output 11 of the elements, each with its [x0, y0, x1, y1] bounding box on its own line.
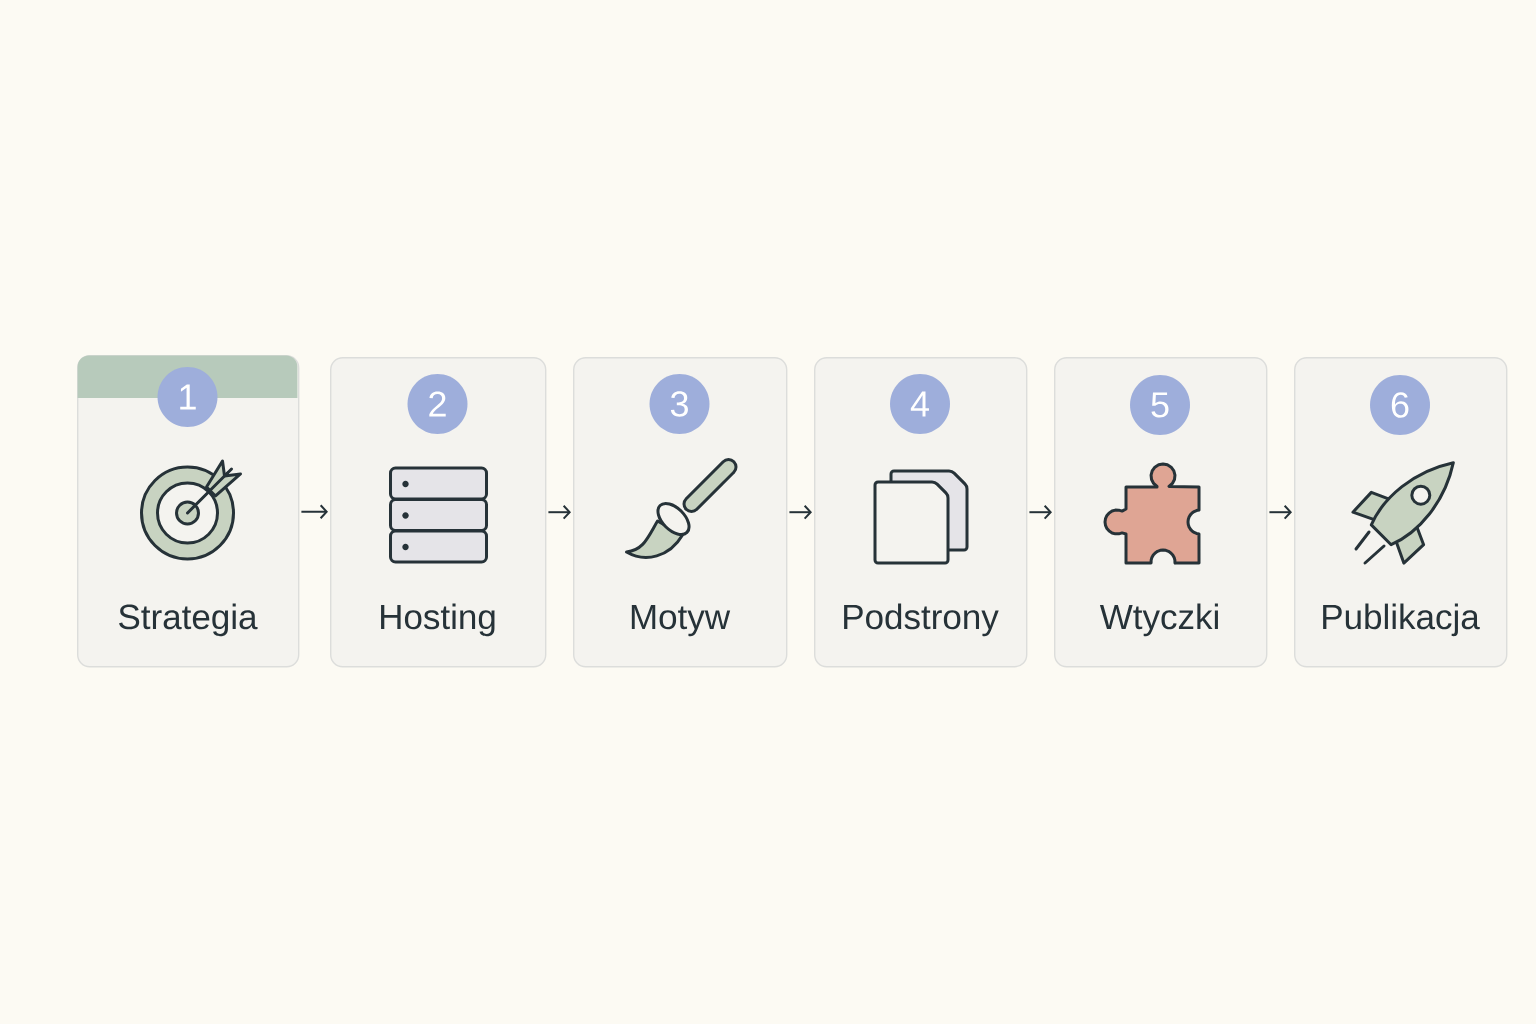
number-badge: 6 [1370, 375, 1430, 435]
arrow [788, 504, 812, 520]
number-badge: 4 [890, 374, 950, 434]
arrow [547, 504, 571, 520]
arrow [1268, 504, 1293, 520]
number-badge: 5 [1130, 375, 1190, 435]
number-badge: 3 [649, 374, 710, 434]
number-badge: 2 [407, 374, 468, 434]
arrow [1028, 504, 1052, 520]
number-badge: 1 [157, 367, 218, 427]
arrow [300, 504, 328, 520]
